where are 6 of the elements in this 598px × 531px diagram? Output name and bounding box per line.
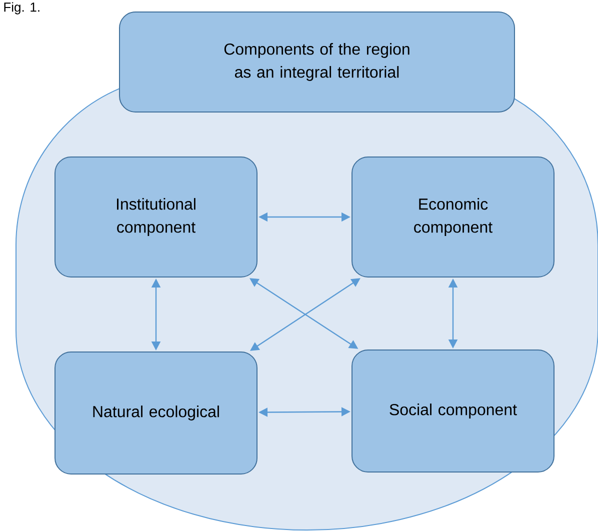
component-box: Natural ecological — [54, 352, 258, 474]
component-box: Economic component — [352, 156, 554, 278]
component-box: Institutional component — [54, 156, 258, 278]
component-box: Social component — [352, 350, 554, 472]
figure-label: Fig. 1. — [4, 2, 40, 14]
title-box: Components of the region as an integral territorial — [119, 12, 515, 112]
